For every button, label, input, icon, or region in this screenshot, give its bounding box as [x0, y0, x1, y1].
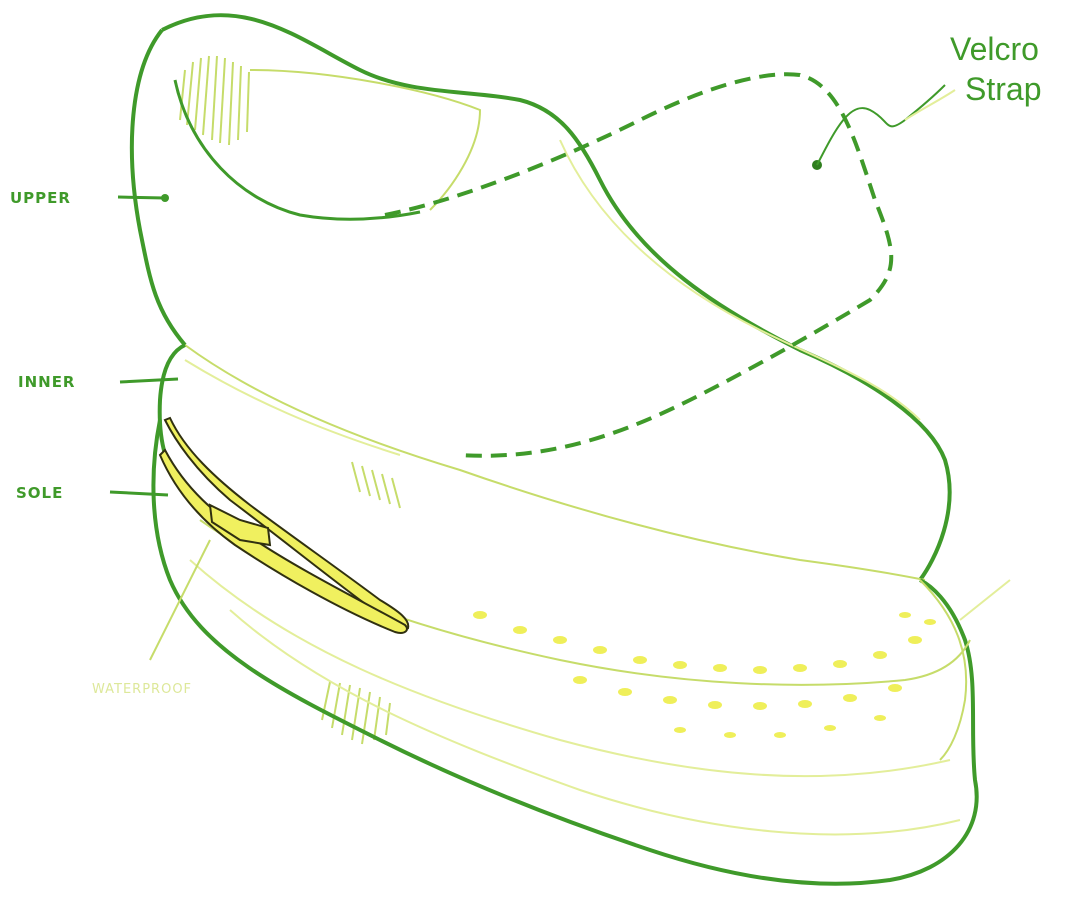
faint-label: WATERPROOF: [92, 682, 192, 697]
velcro-strap-outline: [385, 74, 891, 456]
upper-leader: [118, 197, 165, 198]
inner-leader: [120, 379, 178, 382]
velcro-leader-pale: [905, 90, 955, 120]
midsole-line-1: [200, 520, 970, 685]
midsole-line-2: [190, 560, 950, 776]
tread-dots: [473, 611, 936, 738]
sole-insert: [165, 418, 408, 628]
faint-leader: [150, 540, 210, 660]
heel-collar-hatching: [180, 56, 249, 145]
midsole-line-3: [230, 610, 960, 834]
inner-label: INNER: [18, 373, 76, 391]
sole-label: SOLE: [16, 484, 63, 502]
velcro-label-line1: Velcro: [950, 31, 1039, 67]
velcro-label-line2: Strap: [965, 71, 1041, 107]
toe-tick: [960, 580, 1010, 620]
upper-center-line: [560, 140, 920, 420]
sole-hatching: [322, 682, 390, 744]
heel-collar-line: [175, 80, 420, 219]
upper-leader-dot: [161, 194, 169, 202]
upper-back-outline: [132, 30, 185, 345]
sole-outline: [153, 420, 976, 884]
velcro-leader-line: [817, 85, 945, 165]
upper-label: UPPER: [10, 189, 71, 207]
midsole-hatching: [352, 462, 400, 508]
sole-insert-tab: [210, 505, 270, 545]
toe-front-line: [920, 580, 966, 760]
sole-leader: [110, 492, 168, 495]
